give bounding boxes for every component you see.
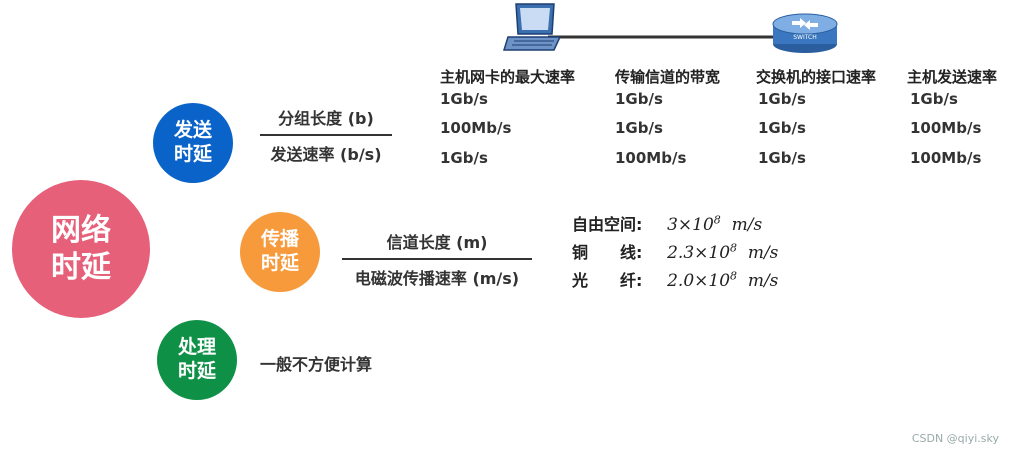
processing-delay-label-2: 时延 bbox=[177, 360, 216, 382]
speed-value: 3×108 m/s bbox=[667, 213, 763, 235]
table-cell: 1Gb/s bbox=[440, 90, 488, 108]
table-cell: 1Gb/s bbox=[758, 149, 806, 167]
table-cell: 1Gb/s bbox=[758, 119, 806, 137]
table-cell: 100Mb/s bbox=[615, 149, 687, 167]
table-cell: 100Mb/s bbox=[910, 149, 982, 167]
speed-value: 2.0×108 m/s bbox=[667, 269, 779, 291]
propagation-delay-circle: 传播 时延 bbox=[240, 212, 320, 292]
table-cell: 1Gb/s bbox=[615, 90, 663, 108]
table-cell: 100Mb/s bbox=[440, 119, 512, 137]
speed-medium: 铜 线: bbox=[572, 243, 643, 262]
propagation-fraction-bar bbox=[342, 258, 532, 260]
speed-value: 2.3×108 m/s bbox=[667, 241, 779, 263]
switch-label: SWITCH bbox=[793, 34, 817, 41]
propagation-denominator: 电磁波传播速率 (m/s) bbox=[354, 269, 520, 288]
speed-row-free-space: 自由空间: 3×108 m/s bbox=[572, 211, 762, 235]
topology-diagram: SWITCH bbox=[502, 3, 838, 53]
processing-delay-circle: 处理 时延 bbox=[157, 320, 237, 400]
network-delay-label-1: 网络 bbox=[51, 212, 111, 248]
processing-delay-label-1: 处理 bbox=[177, 336, 216, 359]
propagation-numerator: 信道长度 (m) bbox=[386, 233, 488, 252]
transmission-delay-circle: 发送 时延 bbox=[153, 103, 233, 183]
speed-row-copper: 铜 线: 2.3×108 m/s bbox=[572, 239, 778, 263]
transmission-fraction-bar bbox=[260, 134, 392, 136]
speed-medium: 光 纤: bbox=[572, 271, 643, 290]
col-header-host-nic: 主机网卡的最大速率 bbox=[440, 68, 576, 86]
transmission-formula: 分组长度 (b) 发送速率 (b/s) bbox=[260, 105, 392, 165]
table-cell: 1Gb/s bbox=[758, 90, 806, 108]
processing-note: 一般不方便计算 bbox=[260, 355, 373, 374]
table-cell: 1Gb/s bbox=[615, 119, 663, 137]
table-cell: 1Gb/s bbox=[440, 149, 488, 167]
watermark: CSDN @qiyi.sky bbox=[911, 432, 999, 445]
table-cell: 100Mb/s bbox=[910, 119, 982, 137]
transmission-delay-label-2: 时延 bbox=[173, 143, 212, 165]
transmission-delay-label-1: 发送 bbox=[173, 119, 212, 142]
col-header-channel-bandwidth: 传输信道的带宽 bbox=[615, 68, 721, 86]
network-delay-circle: 网络 时延 bbox=[12, 180, 150, 318]
propagation-delay-label-1: 传播 bbox=[260, 228, 299, 251]
col-header-switch-port: 交换机的接口速率 bbox=[756, 68, 877, 86]
propagation-formula: 信道长度 (m) 电磁波传播速率 (m/s) bbox=[342, 229, 532, 289]
propagation-delay-label-2: 时延 bbox=[260, 252, 299, 274]
transmission-numerator: 分组长度 (b) bbox=[278, 109, 374, 128]
transmission-denominator: 发送速率 (b/s) bbox=[270, 145, 382, 164]
col-header-host-send: 主机发送速率 bbox=[907, 68, 998, 86]
table-cell: 1Gb/s bbox=[910, 90, 958, 108]
switch-icon: SWITCH bbox=[772, 13, 838, 53]
laptop-icon bbox=[502, 3, 562, 51]
network-delay-label-2: 时延 bbox=[51, 250, 111, 285]
speed-medium: 自由空间: bbox=[572, 215, 643, 234]
speed-row-fiber: 光 纤: 2.0×108 m/s bbox=[572, 267, 778, 291]
